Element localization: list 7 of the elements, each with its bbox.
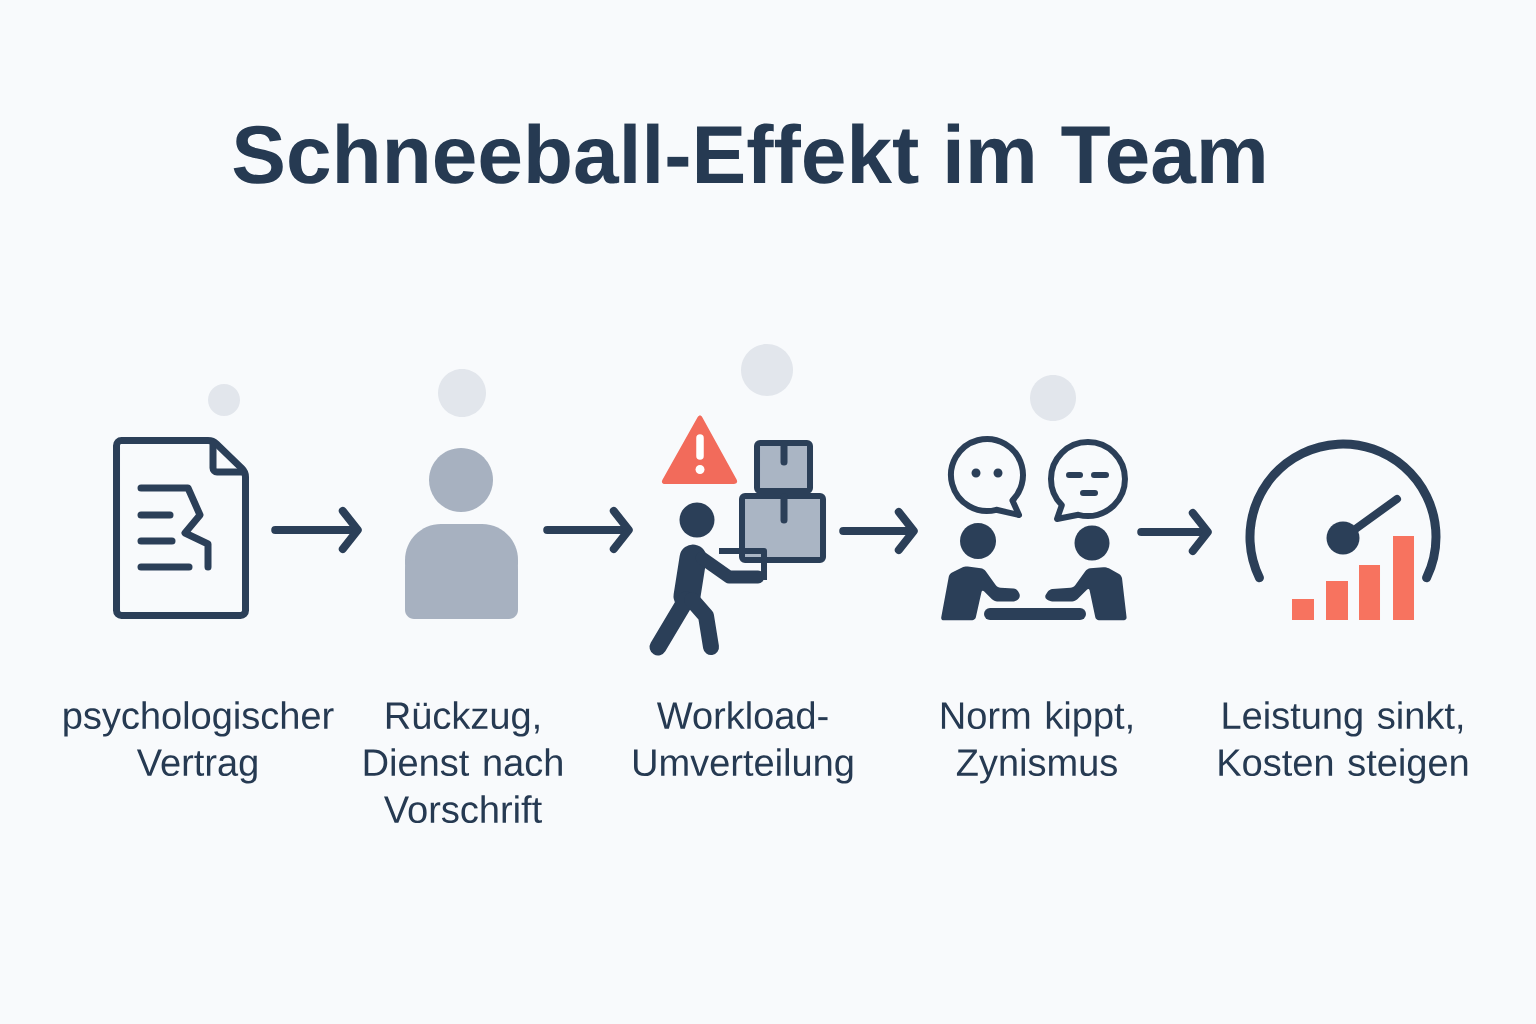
arrow	[543, 507, 633, 553]
node-label: Workload- Umverteilung	[634, 701, 853, 784]
node-label: psychologischer Vertrag	[64, 701, 334, 784]
node-label: Norm kippt, Zynismus	[941, 701, 1132, 784]
node-label: Leistung sinkt, Kosten steigen	[1219, 701, 1468, 784]
title: Schneeball-Effekt im Team	[233, 123, 1264, 184]
node-label: Rückzug, Dienst nach Vorschrift	[364, 701, 562, 824]
